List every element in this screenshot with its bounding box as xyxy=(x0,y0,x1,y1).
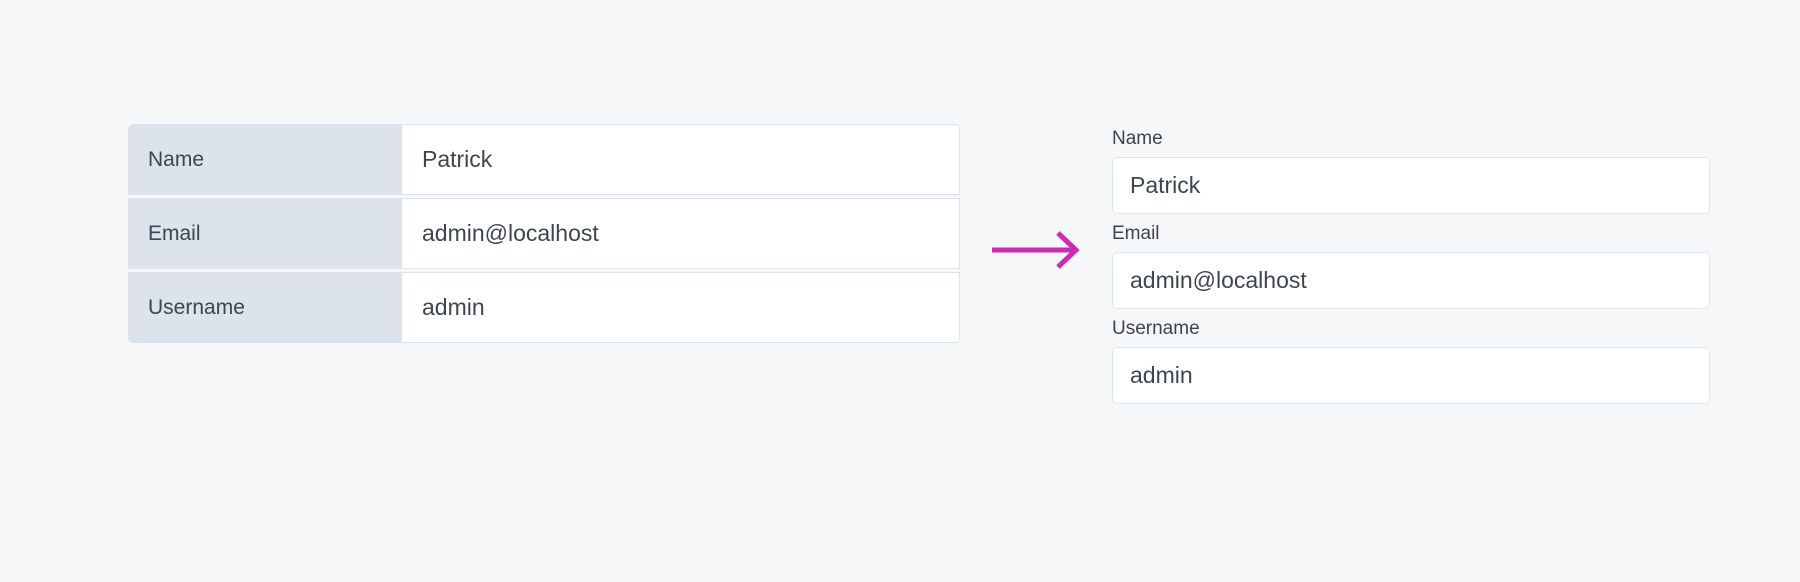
field-label-email: Email xyxy=(1112,223,1160,244)
username-input[interactable] xyxy=(1112,347,1710,404)
table-row: Email admin@localhost xyxy=(128,198,960,269)
table-row-value: admin xyxy=(402,272,960,343)
stacked-form: Name Email Username xyxy=(1112,126,1710,404)
definition-table: Name Patrick Email admin@localhost Usern… xyxy=(128,124,960,343)
table-row-value: admin@localhost xyxy=(402,198,960,269)
table-row: Username admin xyxy=(128,272,960,343)
form-field-name: Name xyxy=(1112,126,1710,214)
table-row-label: Name xyxy=(128,124,402,195)
form-field-username: Username xyxy=(1112,316,1710,404)
field-label-username: Username xyxy=(1112,318,1200,339)
table-row-label: Email xyxy=(128,198,402,269)
arrow-right-icon xyxy=(988,228,1084,272)
name-input[interactable] xyxy=(1112,157,1710,214)
table-row-value: Patrick xyxy=(402,124,960,195)
table-row: Name Patrick xyxy=(128,124,960,195)
table-row-label: Username xyxy=(128,272,402,343)
field-label-name: Name xyxy=(1112,128,1163,149)
email-input[interactable] xyxy=(1112,252,1710,309)
form-field-email: Email xyxy=(1112,221,1710,309)
